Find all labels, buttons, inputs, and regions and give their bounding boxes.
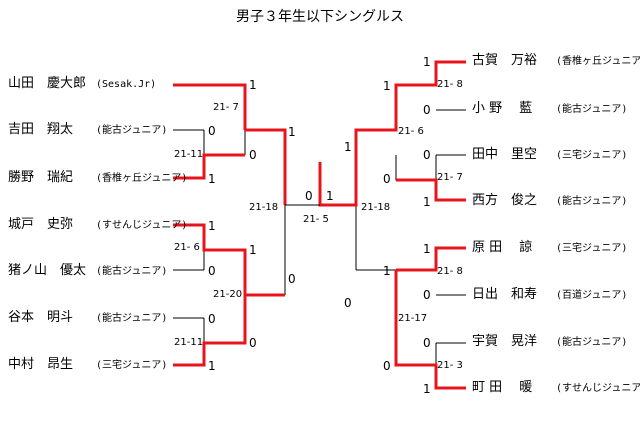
left-player-name: 山田 慶大郎 <box>8 76 87 91</box>
result-mark: 0 <box>208 124 216 138</box>
score-label: 21-11 <box>174 149 204 160</box>
win-r-p4 <box>396 178 466 202</box>
result-mark: 1 <box>249 243 257 257</box>
right-player-name: 原 田 諒 <box>472 240 533 255</box>
result-mark: 1 <box>423 382 431 396</box>
right-player-name: 宇賀 晃洋 <box>472 334 538 349</box>
left-player-club: (香椎ヶ丘ジュニア) <box>96 173 188 184</box>
left-player-name: 猪ノ山 優太 <box>8 263 87 278</box>
score-label: 21- 8 <box>437 79 463 90</box>
result-mark: 0 <box>208 312 216 326</box>
score-label: 21- 7 <box>437 172 463 183</box>
result-mark: 1 <box>383 264 391 278</box>
result-mark: 1 <box>208 219 216 233</box>
right-player-name: 田中 里空 <box>472 147 538 162</box>
left-player-club: (能古ジュニア) <box>96 313 168 324</box>
score-label: 21- 6 <box>174 242 200 253</box>
score-label: 21-18 <box>249 202 279 213</box>
result-mark: 1 <box>423 195 431 209</box>
result-mark: 0 <box>383 359 391 373</box>
score-label: 21- 3 <box>437 360 463 371</box>
win-l-p4 <box>173 223 285 297</box>
win-r-p1 <box>318 60 466 207</box>
page-title: 男子３年生以下シングルス <box>236 9 404 25</box>
right-player-club: (能古ジュニア) <box>556 196 628 207</box>
score-label: 21- 6 <box>398 126 424 137</box>
result-mark: 0 <box>305 189 313 203</box>
score-label: 21-20 <box>213 289 243 300</box>
result-mark: 0 <box>249 336 257 350</box>
left-player-name: 谷本 明斗 <box>8 310 74 325</box>
result-mark: 1 <box>423 55 431 69</box>
right-player-club: (すせんじジュニア) <box>556 383 640 394</box>
left-player-name: 勝野 瑞紀 <box>8 170 74 185</box>
right-player-club: (能古ジュニア) <box>556 104 628 115</box>
result-mark: 0 <box>423 336 431 350</box>
score-label: 21-11 <box>174 337 204 348</box>
win-l-p3 <box>173 153 245 180</box>
left-player-name: 吉田 翔太 <box>8 122 74 137</box>
left-player-club: (すせんじジュニア) <box>96 220 188 231</box>
result-mark: 1 <box>383 79 391 93</box>
right-player-club: (香椎ヶ丘ジュニア) <box>556 56 640 67</box>
left-player-name: 城戸 史弥 <box>8 217 74 232</box>
right-player-name: 小 野 藍 <box>472 101 533 116</box>
right-player-name: 古賀 万裕 <box>472 53 538 68</box>
right-player-name: 町 田 暖 <box>472 380 533 395</box>
right-player-club: (百道ジュニア) <box>556 290 628 301</box>
result-mark: 0 <box>423 288 431 302</box>
left-player-club: (能古ジュニア) <box>96 125 168 136</box>
result-mark: 0 <box>208 264 216 278</box>
result-mark: 0 <box>383 172 391 186</box>
left-player-club: (三宅ジュニア) <box>96 360 168 371</box>
result-mark: 1 <box>423 242 431 256</box>
right-player-club: (三宅ジュニア) <box>556 150 628 161</box>
win-l-p1 <box>173 83 247 130</box>
left-player-club: (Sesak.Jr) <box>96 79 157 90</box>
score-label: 21- 8 <box>437 266 463 277</box>
result-mark: 1 <box>208 172 216 186</box>
result-mark: 1 <box>326 189 334 203</box>
result-mark: 1 <box>288 125 296 139</box>
result-mark: 0 <box>344 296 352 310</box>
result-mark: 0 <box>423 103 431 117</box>
win-r-p8 <box>394 270 466 390</box>
score-label: 21- 7 <box>213 102 239 113</box>
left-player-club: (能古ジュニア) <box>96 266 168 277</box>
right-player-club: (能古ジュニア) <box>556 337 628 348</box>
win-l-qf <box>245 128 287 205</box>
win-l-p7 <box>173 295 247 367</box>
result-mark: 0 <box>288 272 296 286</box>
score-label: 21- 5 <box>303 214 329 225</box>
result-mark: 0 <box>249 148 257 162</box>
result-mark: 1 <box>249 78 257 92</box>
result-mark: 1 <box>208 359 216 373</box>
right-player-club: (三宅ジュニア) <box>556 243 628 254</box>
left-player-name: 中村 昂生 <box>8 357 74 372</box>
score-label: 21-17 <box>398 313 428 324</box>
score-label: 21-18 <box>361 202 391 213</box>
result-mark: 1 <box>344 140 352 154</box>
right-player-name: 西方 俊之 <box>472 193 538 208</box>
right-player-name: 日出 和寿 <box>472 287 538 302</box>
win-r-p5 <box>396 246 466 272</box>
result-mark: 0 <box>423 148 431 162</box>
